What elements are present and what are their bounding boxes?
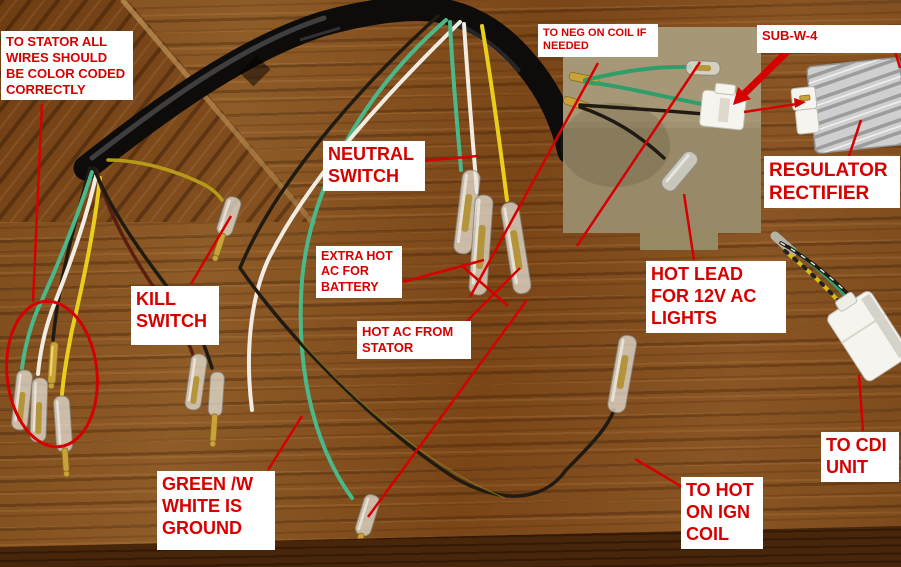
pointer-line-to-hot-ign <box>634 457 685 490</box>
harness-branch-wires <box>238 14 616 500</box>
bullet-connector <box>29 377 49 443</box>
label-neutral-switch: NEUTRAL SWITCH <box>323 141 425 191</box>
annotation-lines <box>5 27 901 518</box>
pointer-line-hot-ac <box>457 267 521 331</box>
pointer-line-to-cdi <box>857 374 865 432</box>
bullet-connector <box>184 353 208 411</box>
kill-switch-lead <box>106 158 242 262</box>
label-to-cdi-unit: TO CDI UNIT <box>821 432 899 482</box>
wire-white-battery <box>462 22 479 194</box>
label-hot-ac-from-stator: HOT AC FROM STATOR <box>357 321 471 359</box>
hot-lead-connector <box>661 150 699 192</box>
label-to-neg-on-coil: TO NEG ON COIL IF NEEDED <box>538 24 658 57</box>
label-to-hot-ign-coil: TO HOT ON IGN COIL <box>681 477 763 549</box>
pointer-line-regulator <box>847 119 863 157</box>
label-sub-w-4: SUB-W-4 <box>757 25 901 53</box>
bullet-connector <box>207 371 225 448</box>
pointer-line-cross-a <box>575 61 702 247</box>
pointer-line-neutral-switch <box>420 154 479 163</box>
label-hot-lead-12v: HOT LEAD FOR 12V AC LIGHTS <box>646 261 786 333</box>
neutral-switch-bullet-connector <box>453 169 481 255</box>
cdi-connector <box>827 291 901 382</box>
pointer-line-extra-hot <box>402 258 485 284</box>
label-green-white-ground: GREEN /W WHITE IS GROUND <box>157 471 275 550</box>
bullet-connector <box>47 341 59 390</box>
inset-wire-black <box>578 103 706 116</box>
cdi-lead <box>770 231 901 382</box>
ign-coil-bullet-connector <box>607 334 638 414</box>
label-to-stator: TO STATOR ALL WIRES SHOULD BE COLOR CODE… <box>1 31 133 101</box>
bullet-connector <box>211 196 242 262</box>
stator-circle <box>5 299 99 449</box>
label-regulator-rectifier: REGULATOR RECTIFIER <box>764 156 900 209</box>
inset-wire-green <box>583 64 692 82</box>
wire-white-long <box>246 20 462 412</box>
wire <box>36 174 98 376</box>
wire-black-ign <box>238 14 616 498</box>
pointer-line-to-neg <box>468 62 600 298</box>
bullet-connector <box>53 395 73 478</box>
regulator-connector-arrow <box>743 98 806 114</box>
pointer-line-cross-c <box>460 264 509 307</box>
label-extra-hot-ac: EXTRA HOT AC FOR BATTERY <box>316 246 402 298</box>
pointer-line-hot-lead <box>682 193 696 261</box>
inset-photo <box>560 27 761 250</box>
pointer-line-to-stator <box>31 103 44 303</box>
label-kill-switch: KILL SWITCH <box>131 286 219 345</box>
inset-patch <box>640 228 718 250</box>
wire-green-neutral <box>448 20 463 172</box>
harness-sleeve <box>73 0 583 181</box>
pointer-line-cross-b <box>366 299 529 518</box>
regulator-connector <box>790 86 820 135</box>
pointer-line-green-ground <box>266 415 304 471</box>
inset-wire-black <box>578 105 666 160</box>
wire-green-ground <box>298 18 448 500</box>
inset-wire-green <box>583 80 704 106</box>
wire-yellow-stator <box>480 24 509 202</box>
wire <box>20 170 94 370</box>
pointer-line-kill-switch <box>189 215 233 285</box>
